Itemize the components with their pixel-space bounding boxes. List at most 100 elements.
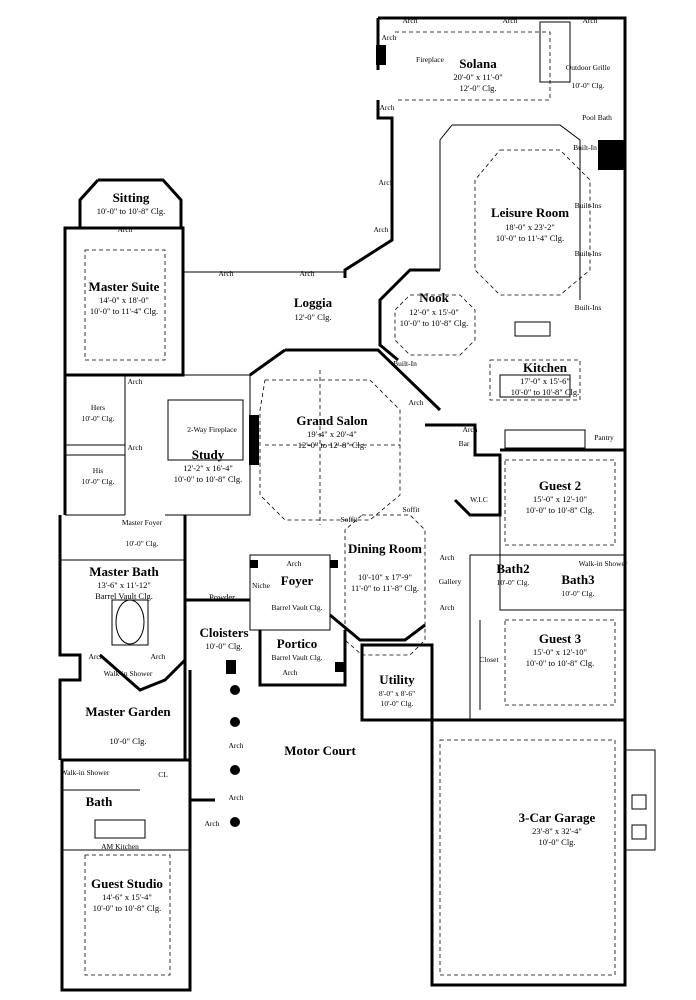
soffit-label: Soffit <box>341 515 359 524</box>
am-kitchen-label: AM Kitchen <box>101 842 139 851</box>
room-dims: 15'-0" x 12'-10" <box>533 647 587 657</box>
arch-label: Arch <box>118 225 133 234</box>
room-name: Leisure Room <box>491 205 569 220</box>
room-master-foyer: Master Foyer 10'-0" Clg. <box>122 518 163 548</box>
room-ceiling: 10'-0" Clg. <box>572 81 605 90</box>
arch-label: Arch <box>463 425 478 434</box>
room-pool-bath: Pool Bath <box>582 113 612 122</box>
room-kitchen: Kitchen 17'-0" x 15'-6" 10'-0" to 10'-8"… <box>511 360 580 397</box>
room-ceiling: 12'-0" Clg. <box>459 83 496 93</box>
room-name: Bath <box>86 794 114 809</box>
room-sitting: Sitting 10'-0" to 10'-8" Clg. <box>97 190 166 216</box>
arch-label: Arch <box>287 559 302 568</box>
arch-label: Arch <box>219 269 234 278</box>
built-in-label: Built-In <box>573 143 597 152</box>
room-ceiling: 10'-0" Clg. <box>538 837 575 847</box>
walk-in-shower-label: Walk-in Shower <box>61 768 110 777</box>
arch-label: Arch <box>128 377 143 386</box>
room-master-suite: Master Suite 14'-0" x 18'-0" 10'-0" to 1… <box>89 279 160 316</box>
room-gallery: Gallery <box>439 577 462 586</box>
fireplace-label: Fireplace <box>416 55 445 64</box>
room-loggia: Loggia 12'-0" Clg. <box>294 295 333 322</box>
room-utility: Utility 8'-0" x 8'-6" 10'-0" Clg. <box>379 672 415 708</box>
room-name: Pool Bath <box>582 113 612 122</box>
room-ceiling: 10'-0" Clg. <box>205 641 242 651</box>
room-nook: Nook 12'-0" x 15'-0" 10'-0" to 10'-8" Cl… <box>400 290 469 328</box>
arch-label: Arch <box>403 16 418 25</box>
room-dims: 15'-0" x 12'-10" <box>533 494 587 504</box>
room-dims: 23'-8" x 32'-4" <box>532 826 582 836</box>
niche-label: Niche <box>252 581 271 590</box>
room-name: Study <box>192 447 225 462</box>
room-dims: 20'-0" x 11'-0" <box>453 72 502 82</box>
room-name: Hers <box>91 403 105 412</box>
room-ceiling: 10'-0" Clg. <box>82 477 115 486</box>
room-guest-2: Guest 2 15'-0" x 12'-10" 10'-0" to 10'-8… <box>526 478 595 515</box>
room-name: Master Bath <box>89 564 159 579</box>
room-name: Solana <box>459 56 497 71</box>
arch-label: Arch <box>283 668 298 677</box>
built-ins-label: Built-Ins <box>575 201 602 210</box>
room-name: Loggia <box>294 295 333 310</box>
room-his: His 10'-0" Clg. <box>82 466 115 486</box>
room-name: Bath3 <box>561 572 595 587</box>
room-grand-salon: Grand Salon 19'-4" x 20'-4" 12'-0" to 12… <box>296 413 368 450</box>
built-in-label: Built-In <box>393 359 417 368</box>
arch-label: Arch <box>379 178 394 187</box>
room-dims: 18'-0" x 23'-2" <box>505 222 555 232</box>
columns <box>226 45 624 827</box>
arch-label: Arch <box>380 103 395 112</box>
room-name: Guest 3 <box>539 631 582 646</box>
arch-label: Arch <box>583 16 598 25</box>
room-name: Foyer <box>281 573 314 588</box>
soffit-label: Soffit <box>403 505 421 514</box>
room-leisure-room: Leisure Room 18'-0" x 23'-2" 10'-0" to 1… <box>491 205 569 243</box>
fixture-labels: Arch Arch Arch Arch Arch Arch Arch Arch … <box>61 16 628 851</box>
room-powder: Powder <box>209 592 235 602</box>
room-dims: 19'-4" x 20'-4" <box>307 429 357 439</box>
wic-label: W.I.C <box>470 495 488 504</box>
room-ceiling: 10'-0" to 10'-8" Clg. <box>526 658 595 668</box>
arch-label: Arch <box>440 553 455 562</box>
room-ceiling: 10'-0" to 11'-4" Clg. <box>90 306 158 316</box>
room-name: Bath2 <box>496 561 529 576</box>
room-name: His <box>93 466 104 475</box>
room-name: Kitchen <box>523 360 568 375</box>
room-foyer: Foyer Barrel Vault Clg. <box>272 573 323 612</box>
room-ceiling: 10'-0" Clg. <box>109 736 146 746</box>
room-bath2: Bath2 10'-0" Clg. <box>496 561 529 587</box>
room-guest-studio: Guest Studio 14'-6" x 15'-4" 10'-0" to 1… <box>91 876 163 913</box>
room-ceiling: Barrel Vault Clg. <box>95 591 153 601</box>
room-ceiling: 10'-0" to 10'-8" Clg. <box>93 903 162 913</box>
arch-label: Arch <box>374 225 389 234</box>
room-ceiling: 10'-0" to 10'-8" Clg. <box>400 318 469 328</box>
room-name: Sitting <box>113 190 150 205</box>
closet-label: Closet <box>479 655 499 664</box>
room-name: Nook <box>419 290 449 305</box>
closet-cl-label: CL <box>158 770 168 779</box>
arch-label: Arch <box>151 652 166 661</box>
room-dims: 12'-0" x 15'-0" <box>409 307 459 317</box>
room-name: Guest 2 <box>539 478 581 493</box>
room-ceiling: 10'-0" to 10'-8" Clg. <box>526 505 595 515</box>
arch-label: Arch <box>128 443 143 452</box>
room-3-car-garage: 3-Car Garage 23'-8" x 32'-4" 10'-0" Clg. <box>519 810 596 847</box>
room-ceiling: 10'-0" Clg. <box>562 589 595 598</box>
arch-label: Arch <box>205 819 220 828</box>
room-ceiling: 10'-0" Clg. <box>82 414 115 423</box>
room-name: Portico <box>277 636 317 651</box>
room-ceiling: 10'-0" Clg. <box>497 578 530 587</box>
built-ins-label: Built-Ins <box>575 303 602 312</box>
ceiling-outlines <box>84 31 616 976</box>
room-ceiling: 10'-0" to 10'-8" Clg. <box>174 474 243 484</box>
arch-label: Arch <box>229 793 244 802</box>
room-hers: Hers 10'-0" Clg. <box>82 403 115 423</box>
room-dims: 13'-6" x 11'-12" <box>97 580 151 590</box>
arch-label: Arch <box>382 33 397 42</box>
room-dims: 10'-10" x 17'-9" <box>358 572 412 582</box>
arch-label: Arch <box>300 269 315 278</box>
arch-label: Arch <box>89 652 104 661</box>
room-dims: 12'-2" x 16'-4" <box>183 463 233 473</box>
room-ceiling: Barrel Vault Clg. <box>272 653 323 662</box>
